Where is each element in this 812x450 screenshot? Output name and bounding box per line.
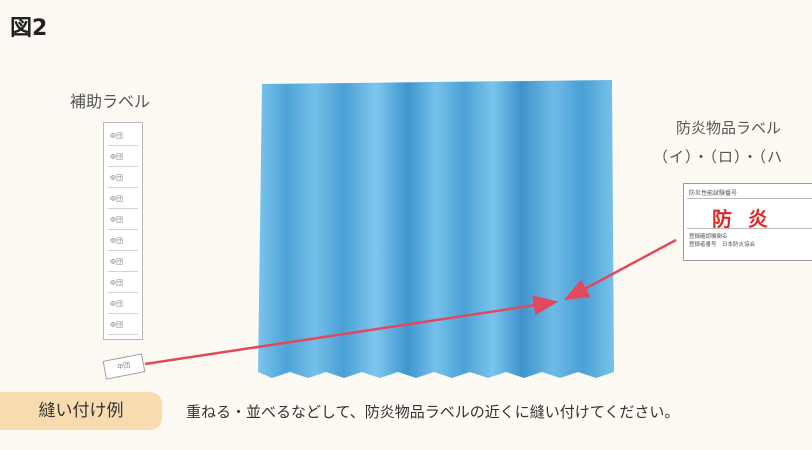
divider xyxy=(687,198,812,199)
aux-label-item: Ф団 xyxy=(110,258,124,266)
aux-label-item: Ф団 xyxy=(110,279,124,287)
aux-label-item: Ф団 xyxy=(110,132,124,140)
aux-label-item: Ф団 xyxy=(110,195,124,203)
aux-label-divider xyxy=(108,229,138,230)
aux-label-item: Ф団 xyxy=(110,237,124,245)
instruction-text: 重ねる・並べるなどして、防炎物品ラベルの近くに縫い付けてください。 xyxy=(186,403,680,421)
aux-label-item: Ф団 xyxy=(110,174,124,182)
arrow-fire-to-curtain xyxy=(563,238,677,301)
aux-label-divider xyxy=(108,271,138,272)
fire-label-big-text: 防炎 xyxy=(712,207,784,231)
aux-label-title: 補助ラベル xyxy=(70,92,151,111)
aux-label-item: Ф団 xyxy=(110,216,124,224)
aux-label-divider xyxy=(108,292,138,293)
example-tab xyxy=(0,392,162,430)
figure-title: 図2 xyxy=(10,16,48,41)
fire-label-small-line-2: 登録者番号 日本防炎協会 xyxy=(689,242,756,248)
aux-label-item: Ф団 xyxy=(110,300,124,308)
aux-label-divider xyxy=(108,313,138,314)
fire-label-small-line-1: 登録確認機関名 xyxy=(689,234,728,240)
aux-label-strip: Ф団 Ф団 Ф団 Ф団 Ф団 Ф団 Ф団 Ф団 Ф団 Ф団 xyxy=(103,122,143,340)
aux-label-divider xyxy=(108,166,138,167)
fire-label-card: 防炎性能試験番号 防炎 登録確認機関名 登録者番号 日本防炎協会 xyxy=(683,183,812,261)
fire-label-subtitle: （イ）・（ロ）・（ハ xyxy=(653,148,784,166)
aux-label-divider xyxy=(108,187,138,188)
divider xyxy=(687,228,812,229)
aux-label-item: Ф団 xyxy=(110,153,124,161)
aux-label-divider xyxy=(108,208,138,209)
aux-label-divider xyxy=(108,145,138,146)
aux-label-divider xyxy=(108,250,138,251)
aux-label-divider xyxy=(108,334,138,335)
fire-label-header: 防炎性能試験番号 xyxy=(689,190,738,197)
aux-label-item: Ф団 xyxy=(110,321,124,329)
arrow-aux-to-curtain xyxy=(144,295,559,366)
fire-label-title: 防炎物品ラベル xyxy=(676,119,782,137)
curtain xyxy=(258,80,614,378)
example-tab-label: 縫い付け例 xyxy=(38,401,124,421)
